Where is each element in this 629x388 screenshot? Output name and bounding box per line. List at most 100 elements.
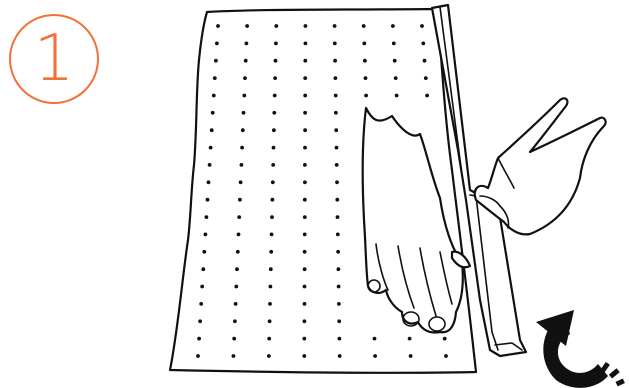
pegboard-hole [334,111,338,115]
pegboard-hole [274,59,278,63]
pegboard-hole [273,76,277,80]
pegboard-hole [425,94,429,98]
pegboard-hole [303,94,307,98]
pegboard-hole [362,24,366,28]
pegboard-hole [337,285,341,289]
pegboard-hole [209,146,213,150]
pegboard-hole [242,111,246,115]
pegboard-hole [268,319,272,323]
pegboard-hole [272,146,276,150]
pegboard-hole [208,163,212,167]
pegboard-hole [237,233,241,237]
pegboard-hole [304,24,308,28]
pegboard-hole [269,285,273,289]
pegboard-hole [232,337,236,341]
pegboard-hole [336,233,340,237]
pegboard-hole [204,233,208,237]
pegboard-hole [395,94,399,98]
motion-mark [616,378,625,386]
pegboard-hole [303,163,307,167]
pegboard-hole [335,146,339,150]
pegboard-hole [238,198,242,202]
pegboard-hole [333,42,337,46]
pegboard-hole [233,319,237,323]
pegboard-hole [269,267,273,271]
pegboard-hole [269,250,273,254]
pegboard-hole [303,302,307,306]
pegboard-hole [335,198,339,202]
pegboard-hole [196,354,200,358]
pegboard-hole [199,302,203,306]
pegboard-hole [338,337,342,341]
curved-arrow-icon [536,310,625,388]
pegboard-hole [364,94,368,98]
pegboard-hole [391,24,395,28]
pegboard-hole [373,354,377,358]
pegboard-hole [198,319,202,323]
pegboard-hole [200,285,204,289]
pegboard-hole [303,285,307,289]
pegboard-hole [212,94,216,98]
pegboard-hole [373,337,377,341]
pegboard-hole [362,42,366,46]
pegboard-hole [303,146,307,150]
pegboard-hole [421,42,425,46]
pegboard-hole [211,111,215,115]
pegboard-hole [337,302,341,306]
pegboard-hole [245,24,249,28]
pegboard-hole [273,94,277,98]
pegboard-hole [408,337,412,341]
pegboard-hole [302,337,306,341]
pegboard-hole [333,24,337,28]
pegboard-hole [423,59,427,63]
pegboard-hole [335,163,339,167]
pegboard-hole [303,215,307,219]
pegboard-hole [245,42,249,46]
pegboard-hole [393,59,397,63]
pegboard-hole [274,42,278,46]
pegboard-hole [443,337,447,341]
pegboard-hole [333,59,337,63]
pegboard-hole [335,180,339,184]
pegboard-hole [272,111,276,115]
pegboard-hole [444,354,448,358]
pegboard-hole [303,111,307,115]
pegboard-hole [205,215,209,219]
pegboard-hole [232,354,236,358]
pegboard-hole [336,250,340,254]
motion-mark [609,368,620,378]
pegboard-hole [303,250,307,254]
pegboard-hole [392,42,396,46]
pegboard-hole [420,24,424,28]
pegboard-hole [234,285,238,289]
pegboard-hole [240,146,244,150]
pegboard-hole [303,319,307,323]
pegboard-hole [216,24,220,28]
pegboard-hole [241,128,245,132]
pegboard-hole [303,233,307,237]
pegboard-hole [302,354,306,358]
pegboard-hole [304,42,308,46]
pegboard-hole [234,302,238,306]
pegboard-hole [201,267,205,271]
pegboard-hole [334,128,338,132]
pegboard-hole [202,250,206,254]
pegboard-hole [274,24,278,28]
pegboard-hole [303,59,307,63]
pegboard-hole [303,267,307,271]
pegboard-hole [272,128,276,132]
pegboard-hole [267,337,271,341]
pegboard-hole [271,198,275,202]
pegboard-hole [270,233,274,237]
pegboard-hole [244,59,248,63]
pegboard-hole [210,128,214,132]
pegboard-hole [303,76,307,80]
right-hand [475,98,606,234]
pegboard-hole [270,215,274,219]
pegboard-hole [207,180,211,184]
pegboard-hole [240,163,244,167]
pegboard-hole [334,76,338,80]
pegboard-hole [213,76,217,80]
pegboard-hole [215,42,219,46]
